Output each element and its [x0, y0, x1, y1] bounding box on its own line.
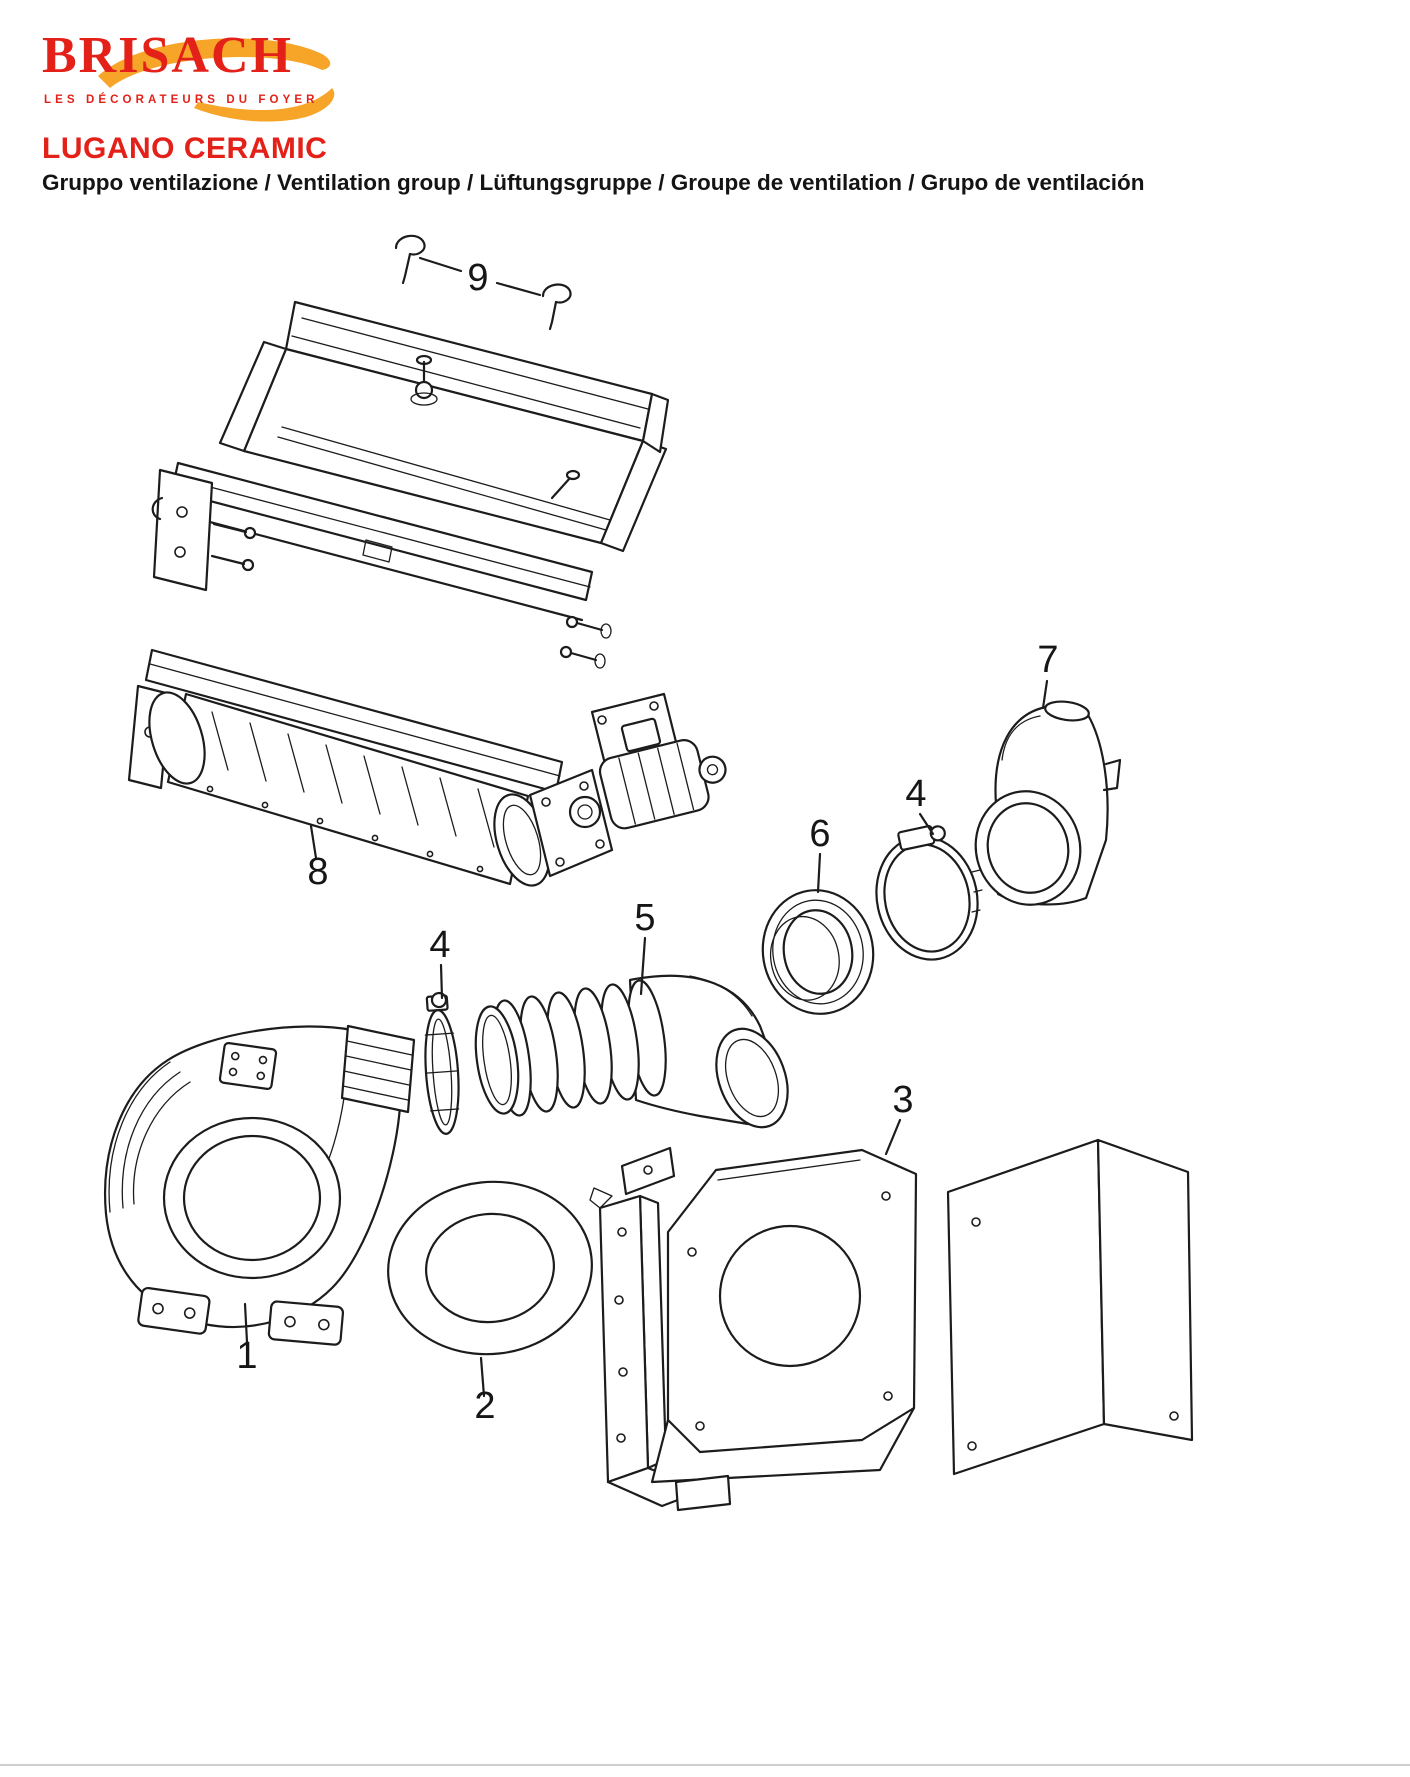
callout-labels: 9 7 4 6 8 5 4 1 2 3 — [236, 257, 1058, 1427]
page-header: BRISACH LES DÉCORATEURS DU FOYER LUGANO … — [42, 22, 1372, 196]
part-1-centrifugal-blower — [104, 1024, 416, 1346]
page-bottom-edge — [0, 1764, 1410, 1766]
part-8-crossflow-fan — [127, 648, 727, 887]
callout-4-right: 4 — [905, 773, 926, 815]
part-4-hose-clamp-right — [875, 825, 983, 961]
callout-6: 6 — [809, 813, 830, 855]
callout-3: 3 — [892, 1079, 913, 1121]
callout-2: 2 — [474, 1385, 495, 1427]
brisach-logo: BRISACH LES DÉCORATEURS DU FOYER — [42, 22, 362, 134]
page-subtitle: Gruppo ventilazione / Ventilation group … — [42, 170, 1145, 195]
callout-leader-lines — [243, 679, 1049, 1398]
part-5-flexible-hose — [474, 974, 789, 1129]
callout-9: 9 — [467, 257, 488, 299]
part-7-elbow-duct — [974, 700, 1122, 906]
part-4-hose-clamp-left — [424, 991, 460, 1135]
part-2-gasket-ring — [387, 1180, 593, 1356]
callout-5: 5 — [634, 897, 655, 939]
page-title: LUGANO CERAMIC — [42, 132, 328, 165]
deflector-panel-assembly — [218, 300, 670, 553]
callout-1: 1 — [236, 1335, 257, 1377]
callout-8: 8 — [307, 851, 328, 893]
mounting-bracket-frame — [151, 461, 612, 669]
part-3-bracket-panels — [589, 1138, 1194, 1512]
logo-wordmark: BRISACH — [42, 27, 293, 84]
callout-4-left: 4 — [429, 924, 450, 966]
logo-swoosh-icon — [98, 38, 335, 122]
part-6-flange-ring — [761, 889, 875, 1015]
callout-7: 7 — [1037, 639, 1058, 681]
logo-tagline: LES DÉCORATEURS DU FOYER — [44, 94, 319, 106]
part-9-screws — [394, 234, 572, 331]
